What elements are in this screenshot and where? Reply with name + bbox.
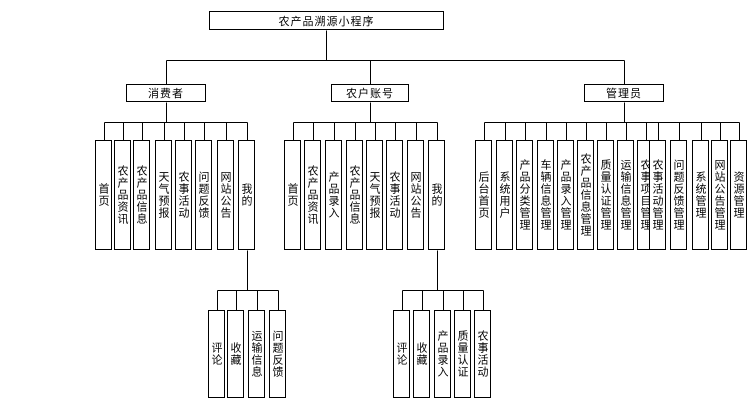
node-label: 首页 xyxy=(97,183,110,207)
node-1-1: 农产品资讯 xyxy=(304,140,321,250)
node-label: 首页 xyxy=(286,183,299,207)
node-1-5: 农事活动 xyxy=(386,140,403,250)
node-label: 系统用户 xyxy=(498,171,511,219)
node-2-3: 车辆信息管理 xyxy=(537,140,554,250)
node-2-11: 系统管理 xyxy=(692,140,709,250)
subnode-1-4: 农事活动 xyxy=(474,310,491,398)
node-1-4: 天气预报 xyxy=(366,140,383,250)
node-label: 产品录入管理 xyxy=(559,159,572,231)
node-label: 农事活动 xyxy=(388,171,401,219)
root-node: 农产品溯源小程序 xyxy=(209,11,444,30)
subnode-1-2: 产品录入 xyxy=(434,310,451,398)
node-label: 车辆信息管理 xyxy=(539,159,552,231)
node-1-6: 网站公告 xyxy=(407,140,424,250)
node-0-7: 我的 xyxy=(238,140,255,250)
node-label: 运输信息管理 xyxy=(619,159,632,231)
node-label: 农事项目管理 xyxy=(639,159,652,231)
node-2-12: 网站公告管理 xyxy=(711,140,728,250)
node-1-0: 首页 xyxy=(284,140,301,250)
node-0-2: 农产品信息 xyxy=(133,140,150,250)
subnode-label: 产品录入 xyxy=(436,330,449,378)
node-label: 网站公告管理 xyxy=(713,159,726,231)
node-label: 农产品信息 xyxy=(348,165,361,225)
node-0-1: 农产品资讯 xyxy=(114,140,131,250)
node-label: 网站公告 xyxy=(409,171,422,219)
branch-farmer-account: 农户账号 xyxy=(331,84,409,102)
node-label: 我的 xyxy=(430,183,443,207)
node-label: 农产品信息管理 xyxy=(579,153,592,237)
node-0-6: 网站公告 xyxy=(217,140,234,250)
node-2-4: 产品录入管理 xyxy=(557,140,574,250)
node-label: 农事活动管理 xyxy=(651,159,664,231)
subnode-1-1: 收藏 xyxy=(413,310,430,398)
branch-admin: 管理员 xyxy=(584,84,664,102)
subnode-label: 收藏 xyxy=(415,342,428,366)
node-label: 产品分类管理 xyxy=(518,159,531,231)
node-1-7: 我的 xyxy=(428,140,445,250)
node-2-1: 系统用户 xyxy=(496,140,513,250)
node-label: 天气预报 xyxy=(157,171,170,219)
node-label: 农产品资讯 xyxy=(116,165,129,225)
node-label: 问题反馈 xyxy=(197,171,210,219)
subnode-0-3: 问题反馈 xyxy=(269,310,286,398)
subnode-label: 农事活动 xyxy=(476,330,489,378)
node-label: 资源管理 xyxy=(732,171,745,219)
subnode-0-2: 运输信息 xyxy=(248,310,265,398)
node-label: 农产品信息 xyxy=(135,165,148,225)
node-0-0: 首页 xyxy=(95,140,112,250)
subnode-0-1: 收藏 xyxy=(227,310,244,398)
subnode-label: 问题反馈 xyxy=(271,330,284,378)
subnode-label: 运输信息 xyxy=(250,330,263,378)
node-2-6: 质量认证管理 xyxy=(597,140,614,250)
node-label: 后台首页 xyxy=(477,171,490,219)
node-2-13: 资源管理 xyxy=(730,140,747,250)
node-0-5: 问题反馈 xyxy=(195,140,212,250)
subnode-1-0: 评论 xyxy=(393,310,410,398)
subnode-label: 评论 xyxy=(395,342,408,366)
subnode-label: 质量认证 xyxy=(456,330,469,378)
subnode-label: 收藏 xyxy=(229,342,242,366)
node-label: 质量认证管理 xyxy=(599,159,612,231)
node-1-2: 产品录入 xyxy=(325,140,342,250)
node-0-4: 农事活动 xyxy=(175,140,192,250)
node-2-7: 运输信息管理 xyxy=(617,140,634,250)
node-2-9: 农事活动管理 xyxy=(649,140,666,250)
node-2-2: 产品分类管理 xyxy=(516,140,533,250)
node-label: 天气预报 xyxy=(368,171,381,219)
node-2-10: 问题反馈管理 xyxy=(670,140,687,250)
node-label: 农产品资讯 xyxy=(306,165,319,225)
subnode-1-3: 质量认证 xyxy=(454,310,471,398)
node-2-0: 后台首页 xyxy=(475,140,492,250)
node-label: 产品录入 xyxy=(327,171,340,219)
branch-consumer: 消费者 xyxy=(126,84,206,102)
node-label: 农事活动 xyxy=(177,171,190,219)
subnode-label: 评论 xyxy=(210,342,223,366)
node-label: 网站公告 xyxy=(219,171,232,219)
node-label: 系统管理 xyxy=(694,171,707,219)
node-2-5: 农产品信息管理 xyxy=(577,140,594,250)
node-0-3: 天气预报 xyxy=(155,140,172,250)
node-1-3: 农产品信息 xyxy=(346,140,363,250)
subnode-0-0: 评论 xyxy=(208,310,225,398)
node-label: 我的 xyxy=(240,183,253,207)
node-label: 问题反馈管理 xyxy=(672,159,685,231)
connector-lines xyxy=(104,30,740,311)
